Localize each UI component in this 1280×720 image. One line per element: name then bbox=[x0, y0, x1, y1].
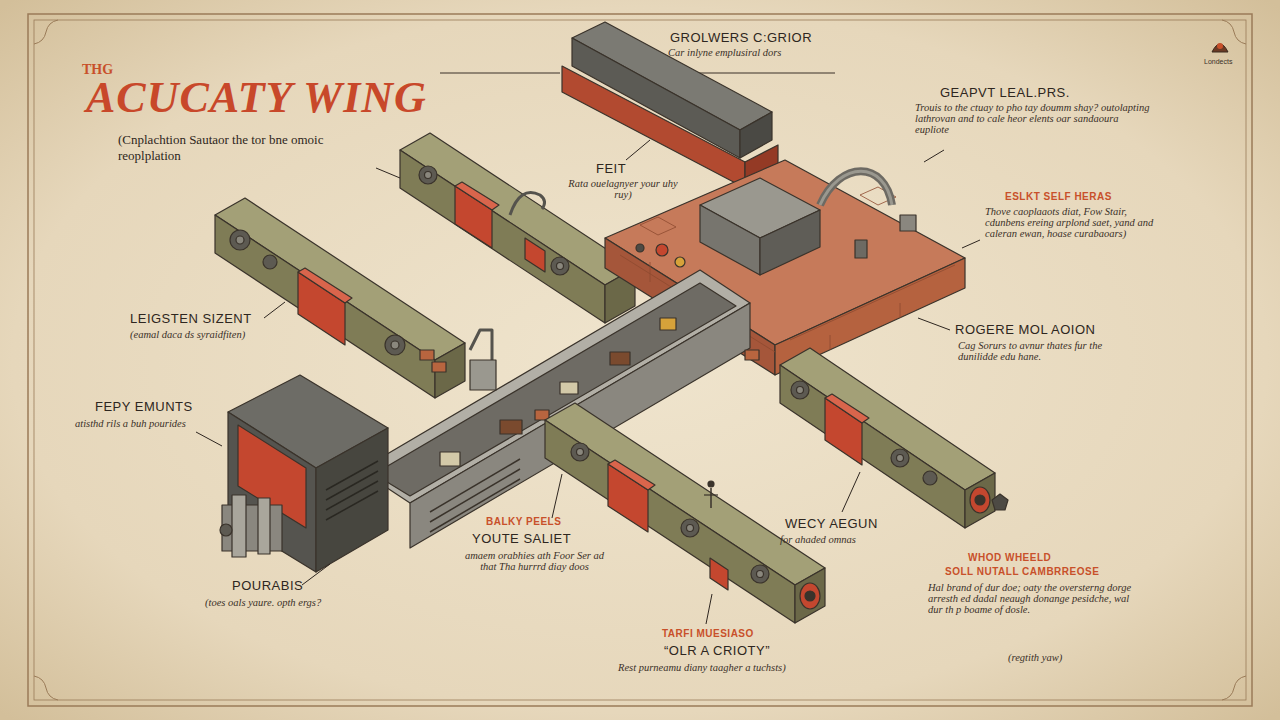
callout-heading: GROLWERS C:GRIOR bbox=[670, 30, 812, 45]
callout-note: Rest purneamu diany taagher a tuchsts) bbox=[618, 662, 818, 673]
callout-heading: ROGERE MOL AOION bbox=[955, 322, 1095, 337]
callout-heading: GEAPVT LEAL.PRS. bbox=[940, 85, 1070, 100]
logo-icon bbox=[1212, 43, 1228, 52]
frame bbox=[28, 14, 1252, 706]
title-prefix: THG bbox=[82, 62, 113, 78]
callout-note: for ahaded omnas bbox=[780, 534, 856, 545]
leader-lines bbox=[196, 140, 980, 624]
callout-note: atisthd rils a buh pourides bbox=[75, 418, 186, 429]
callout-tag: BALKY PEELS bbox=[486, 516, 561, 527]
callout-note: Rata ouelagnyer your uhy ruy) bbox=[568, 178, 678, 200]
callout-note: Cag Sorurs to avnur thates fur the dunil… bbox=[958, 340, 1108, 362]
callout-note: Car inlyne emplusiral dors bbox=[668, 47, 781, 58]
callout-tag: SOLL NUTALL CAMBRREOSE bbox=[945, 566, 1099, 577]
callout-note: (eamal daca ds syraidfiten) bbox=[130, 329, 245, 340]
callout-heading: WECY AEGUN bbox=[785, 516, 878, 531]
callout-tag: ESLKT SELF HERAS bbox=[1005, 191, 1112, 202]
callout-tag: WHOD WHEELD bbox=[968, 552, 1051, 563]
callout-note: Thove caoplaaots diat, Fow Stair, cdunbe… bbox=[985, 206, 1163, 239]
callout-note: Trouis to the ctuay to pho tay doumm sha… bbox=[915, 102, 1150, 135]
callout-heading: YOUTE SALIET bbox=[472, 531, 571, 546]
callout-heading: FEPY EMUNTS bbox=[95, 399, 193, 414]
callout-note: (toes oals yaure. opth ergs? bbox=[205, 597, 321, 608]
callout-heading: LEIGSTEN SIZENT bbox=[130, 311, 252, 326]
logo-text: Londects bbox=[1204, 58, 1232, 65]
callout-note: (regtith yaw) bbox=[1008, 652, 1062, 663]
callout-tag: TARFI MUESIASO bbox=[662, 628, 754, 639]
callout-heading: FEIT bbox=[596, 161, 626, 176]
callout-heading: “OLR A CRIOTY” bbox=[664, 643, 770, 658]
callout-heading: POURABIS bbox=[232, 578, 303, 593]
callout-note: amaem orabhies ath Foor Ser ad that Tha … bbox=[462, 550, 607, 572]
callout-note: Hal brand of dur doe; oaty the overstern… bbox=[928, 582, 1133, 615]
callout-note: (Cnplachtion Sautaor the tor bne omoic r… bbox=[118, 132, 373, 164]
diagram-title: ACUCATY WING bbox=[86, 74, 427, 122]
